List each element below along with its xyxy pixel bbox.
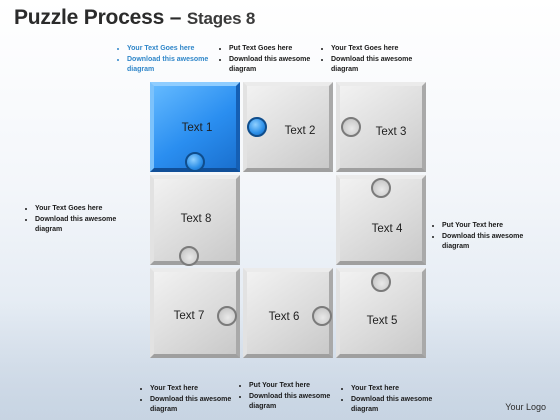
note-bottom-1-line-1: Your Text here — [150, 384, 255, 395]
note-top-2: Put Text Goes here Download this awesome… — [214, 44, 334, 76]
connector-knob-1-8 — [185, 152, 205, 172]
note-bottom-1-line-2: Download this awesome diagram — [150, 395, 255, 416]
piece-label-1: Text 1 — [181, 122, 213, 134]
logo-placeholder: Your Logo — [505, 402, 546, 412]
note-left-line-1: Your Text Goes here — [35, 204, 140, 215]
title-main: Puzzle Process – — [14, 6, 187, 29]
piece-label-6: Text 6 — [268, 311, 300, 323]
connector-knob-5-6 — [312, 306, 332, 326]
note-right-line-1: Put Your Text here — [442, 221, 547, 232]
note-top-3-line-2: Download this awesome diagram — [331, 55, 436, 76]
connector-knob-3-4 — [371, 178, 391, 198]
note-right-line-2: Download this awesome diagram — [442, 232, 547, 253]
connector-knob-1-2 — [247, 117, 267, 137]
note-bottom-3-line-1: Your Text here — [351, 384, 456, 395]
piece-label-5: Text 5 — [366, 315, 398, 327]
connector-knob-4-5 — [371, 272, 391, 292]
note-top-1-line-2: Download this awesome diagram — [127, 55, 232, 76]
note-top-2-line-1: Put Text Goes here — [229, 44, 334, 55]
piece-label-8: Text 8 — [180, 213, 212, 225]
note-top-1-line-1: Your Text Goes here — [127, 44, 232, 55]
piece-label-7: Text 7 — [173, 310, 205, 322]
note-bottom-2-line-1: Put Your Text here — [249, 381, 354, 392]
connector-knob-7-8 — [179, 246, 199, 266]
note-top-1: Your Text Goes here Download this awesom… — [112, 44, 232, 76]
piece-label-3: Text 3 — [375, 126, 407, 138]
note-top-3: Your Text Goes here Download this awesom… — [316, 44, 436, 76]
connector-knob-2-3 — [341, 117, 361, 137]
note-top-2-line-2: Download this awesome diagram — [229, 55, 334, 76]
note-bottom-3: Your Text here Download this awesome dia… — [336, 384, 456, 416]
puzzle-piece-2[interactable] — [243, 82, 333, 172]
note-bottom-3-line-2: Download this awesome diagram — [351, 395, 456, 416]
note-left-line-2: Download this awesome diagram — [35, 215, 140, 236]
note-bottom-1: Your Text here Download this awesome dia… — [135, 384, 255, 416]
note-right: Put Your Text here Download this awesome… — [427, 221, 547, 253]
piece-label-4: Text 4 — [371, 223, 403, 235]
title-sub: Stages 8 — [186, 9, 256, 28]
note-bottom-2: Put Your Text here Download this awesome… — [234, 381, 354, 413]
piece-label-2: Text 2 — [284, 125, 316, 137]
note-left: Your Text Goes here Download this awesom… — [20, 204, 140, 236]
note-bottom-2-line-2: Download this awesome diagram — [249, 392, 354, 413]
note-top-3-line-1: Your Text Goes here — [331, 44, 436, 55]
slide-title: Puzzle Process – Stages 8 — [14, 6, 255, 30]
connector-knob-6-7 — [217, 306, 237, 326]
